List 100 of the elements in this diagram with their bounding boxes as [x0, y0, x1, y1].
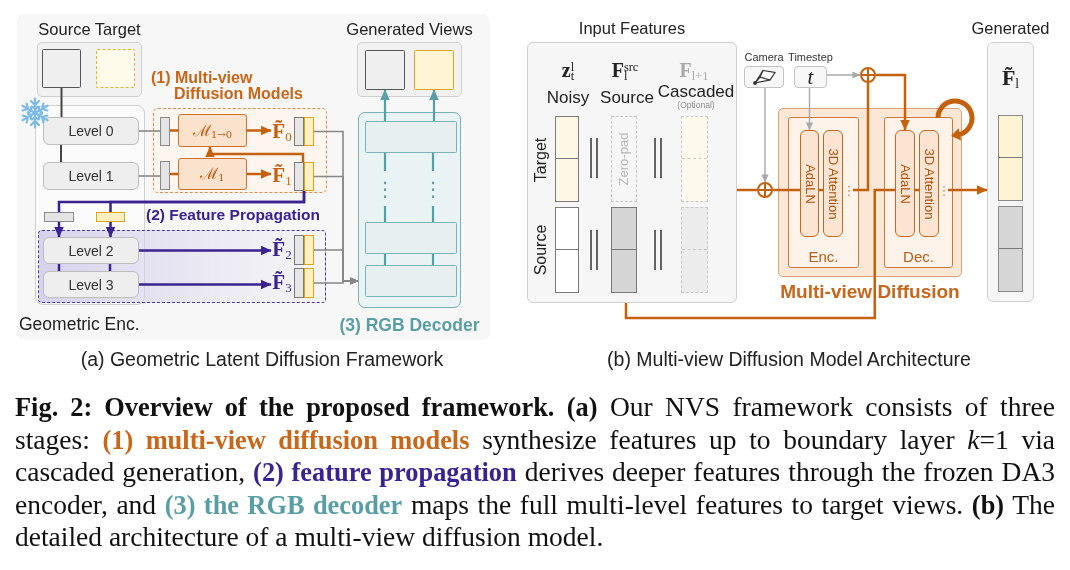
connector-line [138, 130, 161, 132]
connector-line [773, 188, 800, 192]
connector-line [819, 188, 823, 192]
model-box [178, 114, 247, 147]
feature-bar [998, 206, 1023, 292]
feature-bar [294, 268, 314, 298]
panel-heading: Generated Views [346, 20, 473, 39]
connector-line [60, 144, 62, 163]
feature-bar [96, 212, 125, 222]
model-box [178, 158, 247, 190]
layer-label: 3D Attention [825, 148, 841, 219]
panel-heading: Generated [971, 19, 1050, 38]
feature-bar [160, 161, 170, 190]
level-box [43, 237, 139, 264]
source-view-tile [42, 49, 81, 88]
connector-line [853, 83, 870, 192]
block-label: Enc. [808, 247, 839, 265]
feature-bar [160, 117, 170, 146]
arrow [139, 279, 272, 290]
level-box [43, 271, 139, 298]
panel-heading: Input Features [578, 19, 686, 38]
sum-node [860, 67, 876, 83]
arrow [247, 125, 272, 136]
connector-line [109, 191, 306, 212]
feature-bar [555, 207, 579, 293]
module-label: Multi-view Diffusion [780, 281, 960, 303]
arrow [313, 277, 359, 285]
subfigure-caption: (a) Geometric Latent Diffusion Framework [80, 347, 444, 371]
note-label: (Optional) [677, 101, 715, 111]
feature-bar [998, 115, 1023, 201]
feature-symbol: F̃$_{l}$ [1001, 65, 1020, 93]
connector-line [431, 153, 435, 171]
feature-bar [294, 162, 314, 191]
feature-bar [294, 235, 314, 265]
connector-line [108, 264, 112, 271]
group-heading: (1) Multi-view Diffusion Models [151, 70, 304, 102]
input-label: Camera [744, 51, 784, 64]
layer-label: AdaLN [802, 163, 817, 204]
feature-symbol: F̃$_{0}$ [272, 118, 292, 146]
arrow [54, 222, 64, 238]
panel-heading: Source Target [38, 20, 141, 39]
connector-line [383, 153, 387, 171]
ellipsis-mark: ⋮ [375, 178, 395, 199]
arrow [429, 89, 439, 121]
arrow [247, 169, 272, 179]
connector-line [170, 129, 178, 132]
decoder-block [884, 117, 953, 268]
subfigure-caption: (b) Multi-view Diffusion Model Architecture [607, 347, 971, 371]
connector-line [431, 206, 435, 222]
layer-block [919, 130, 939, 237]
input-label: Timestep [788, 51, 833, 64]
group-heading: (2) Feature Propagation [146, 206, 320, 224]
model-symbol: ℳ$_{1}$ [200, 164, 225, 184]
math-symbol: t [807, 64, 814, 90]
feature-symbol: F̃$_{1}$ [272, 162, 292, 190]
decoder-block [365, 121, 457, 153]
feature-bar [294, 117, 314, 146]
column-label: Source [600, 88, 654, 108]
connector-line [170, 172, 178, 176]
ellipsis-mark: ⋮ [423, 178, 443, 199]
connector-line [915, 188, 919, 192]
arrow [139, 245, 272, 256]
encoder-block [788, 117, 859, 268]
target-view-tile [414, 50, 454, 90]
layer-label: 3D Attention [921, 148, 937, 219]
level-label: Level 3 [68, 276, 114, 293]
level-box [43, 162, 139, 190]
connector-line [624, 188, 895, 320]
layer-label: AdaLN [897, 163, 913, 204]
feature-symbol: F$_{l+1}$ [679, 58, 709, 84]
level-label: Level 0 [68, 122, 114, 140]
feature-symbol: F̃$_{3}$ [272, 269, 292, 297]
level-label: Level 1 [68, 167, 114, 185]
connector-line [431, 254, 435, 265]
frame-label: Geometric Enc. [19, 314, 140, 335]
block-label: Zero-pad [616, 132, 632, 186]
feature-bar [44, 212, 74, 222]
level-box [43, 117, 139, 145]
column-label: Noisy [546, 88, 590, 108]
arrow [826, 71, 861, 79]
connector-line [383, 206, 387, 222]
target-view-tile [96, 49, 135, 88]
source-view-tile [365, 50, 405, 90]
feature-bar [611, 207, 637, 293]
connector-line [57, 264, 61, 271]
layer-block [823, 130, 843, 237]
feature-bar [681, 207, 708, 293]
decoder-block [365, 265, 457, 297]
ellipsis-mark: ⋮ [842, 183, 856, 197]
feature-symbol: F̃$_{2}$ [272, 236, 292, 264]
arrow [805, 87, 814, 131]
connector-line [138, 175, 161, 177]
model-symbol: ℳ$_{1→0}$ [193, 121, 232, 140]
ellipsis-mark: ⋮ [937, 183, 951, 197]
level-label: Level 2 [68, 242, 114, 259]
figure-caption: Fig. 2: Overview of the proposed framework. (a) Our NVS framework consists of three stages: (1) multi-view diffusion models synthesize features up to boundary layer k=1 via cascaded generation, (2) feature propagation derives deeper features through the frozen DA3 encoder, and (3) the RGB decoder maps the full multi-level features to target views. (b) The detailed architecture of a multi-view diffusion model. [15, 391, 1055, 554]
block-label: Dec. [903, 247, 934, 265]
arrow [380, 89, 390, 121]
layer-block [800, 130, 819, 237]
arrow [948, 185, 988, 195]
